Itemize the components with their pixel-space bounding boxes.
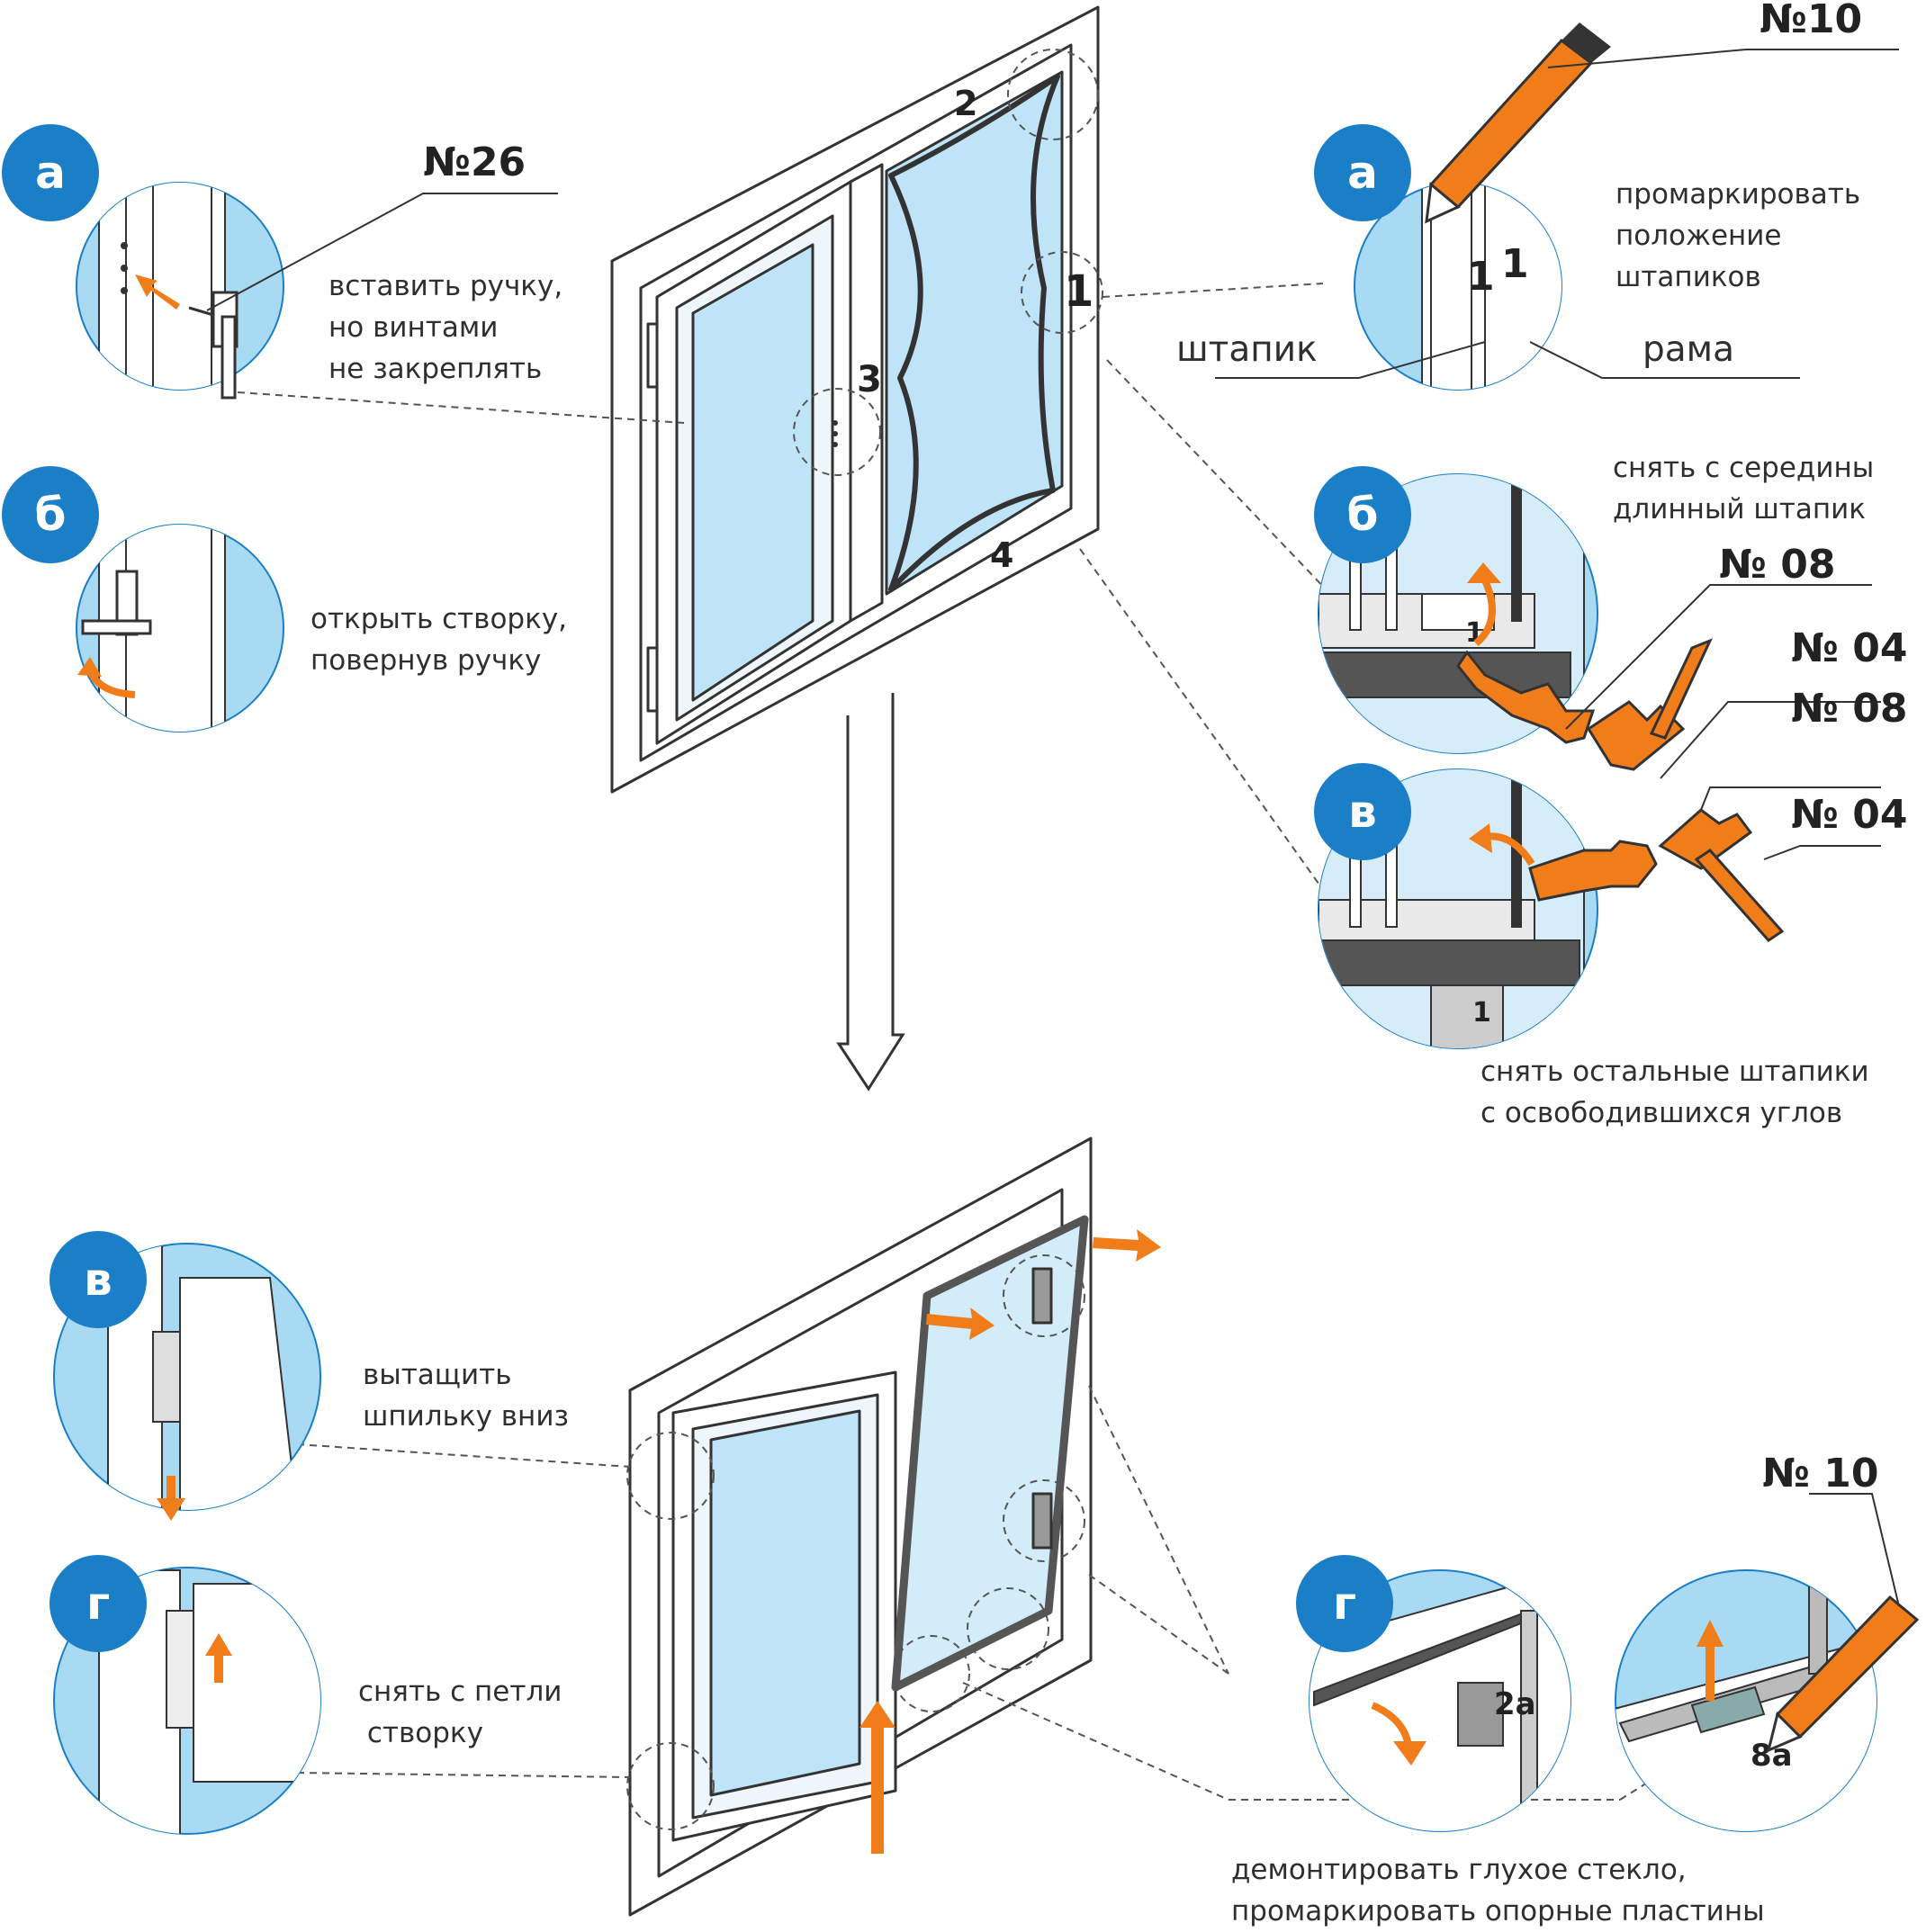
handle-icon: [188, 291, 238, 400]
badge-left-a: а: [2, 124, 99, 221]
badge-left-b: б: [2, 466, 99, 563]
bead-number-2: 2: [954, 84, 977, 123]
badge-left-c: в: [50, 1231, 147, 1328]
badge-left-d: г: [50, 1555, 147, 1652]
detail-circle-bead-1: [1021, 251, 1103, 334]
code-pencil-top: №10: [1760, 0, 1863, 42]
down-arrow-icon: [836, 693, 905, 1092]
detail-markers-top: [793, 49, 1103, 476]
pencil-icon: [1425, 22, 1611, 224]
left-sash-glass: [691, 243, 814, 702]
label-right-a: промаркировать положение штапиков: [1616, 178, 1861, 293]
label-right-c: снять остальные штапики с освободившихся…: [1480, 1056, 1869, 1129]
leader-lines-top: [224, 283, 1331, 901]
support-plate: [1031, 1267, 1053, 1325]
detail-circle-corner: [1007, 49, 1099, 140]
removed-glass-edge: [891, 1215, 1089, 1692]
label-bead: штапик: [1176, 329, 1318, 370]
code-hammer-2: № 04: [1791, 792, 1908, 838]
code-chisel-1: № 08: [1719, 542, 1836, 588]
label-left-a: вставить ручку, но винтами не закреплять: [328, 270, 563, 385]
detail-markers-bottom: [626, 1254, 1085, 1830]
handle-holes-icon: [121, 242, 128, 294]
detail-right-e: 8а: [1615, 1569, 1877, 1832]
arrow-icon: [1696, 1620, 1724, 1701]
detail-left-a: [76, 182, 284, 400]
bottom-window: [628, 1137, 1093, 1917]
code-pencil-bottom: № 10: [1762, 1451, 1879, 1496]
chisel-icon: [1456, 650, 1596, 744]
code-chisel-2: № 08: [1791, 686, 1908, 732]
opened-sash-glass: [709, 1409, 861, 1797]
hammer-icon: [1658, 808, 1785, 942]
chisel-icon: [1528, 840, 1658, 902]
plate-mark: 2а: [1494, 1686, 1536, 1722]
arrow-icon: [860, 1229, 1161, 1854]
arrow-icon: [135, 274, 180, 310]
top-window: [610, 5, 1100, 794]
bead-number-3: 3: [857, 359, 882, 400]
badge-right-c: в: [1314, 763, 1411, 860]
mark-number: 1: [1472, 997, 1491, 1029]
badge-right-b: б: [1314, 466, 1411, 563]
bead-outline: [888, 74, 1060, 592]
detail-left-b: [76, 524, 284, 732]
hinge-bottom: [646, 646, 659, 713]
code-hammer-1: № 04: [1791, 625, 1908, 671]
bead-number-4: 4: [990, 535, 1013, 575]
code-leader-lines: [206, 49, 1900, 1607]
hinge-top: [646, 322, 659, 389]
label-leader-lines: [1215, 341, 1800, 379]
badge-right-a: а: [1314, 124, 1411, 221]
rotate-arrow-icon: [1371, 1702, 1412, 1747]
mark-number: 1: [1501, 241, 1529, 287]
detail-circle-handle: [793, 388, 881, 476]
label-bottom-right: демонтировать глухое стекло, промаркиров…: [1231, 1854, 1765, 1928]
hammer-icon: [1586, 638, 1713, 771]
support-plate: [1031, 1492, 1053, 1550]
handle-holes: [832, 420, 838, 447]
bead-number-1: 1: [1064, 266, 1094, 317]
label-frame: рама: [1642, 329, 1734, 370]
mullion: [849, 163, 884, 623]
pencil-icon: [1766, 1595, 1920, 1753]
label-right-b: снять с середины длинный штапик: [1613, 452, 1875, 526]
detail-right-c: 1: [1318, 768, 1598, 1049]
mark-number: 1: [1467, 254, 1495, 300]
badge-right-d: г: [1296, 1555, 1393, 1652]
handle-icon: [81, 570, 152, 636]
rotate-arrow-icon: [1473, 579, 1496, 647]
label-left-d: снять с петли створку: [358, 1676, 562, 1749]
arrow-icon: [205, 1633, 232, 1683]
arrow-icon: [157, 1476, 185, 1521]
fixed-glass: [885, 70, 1064, 596]
code-handle: №26: [423, 139, 526, 185]
label-left-b: открыть створку, повернув ручку: [310, 603, 568, 677]
label-left-c: вытащить шпильку вниз: [363, 1359, 569, 1433]
